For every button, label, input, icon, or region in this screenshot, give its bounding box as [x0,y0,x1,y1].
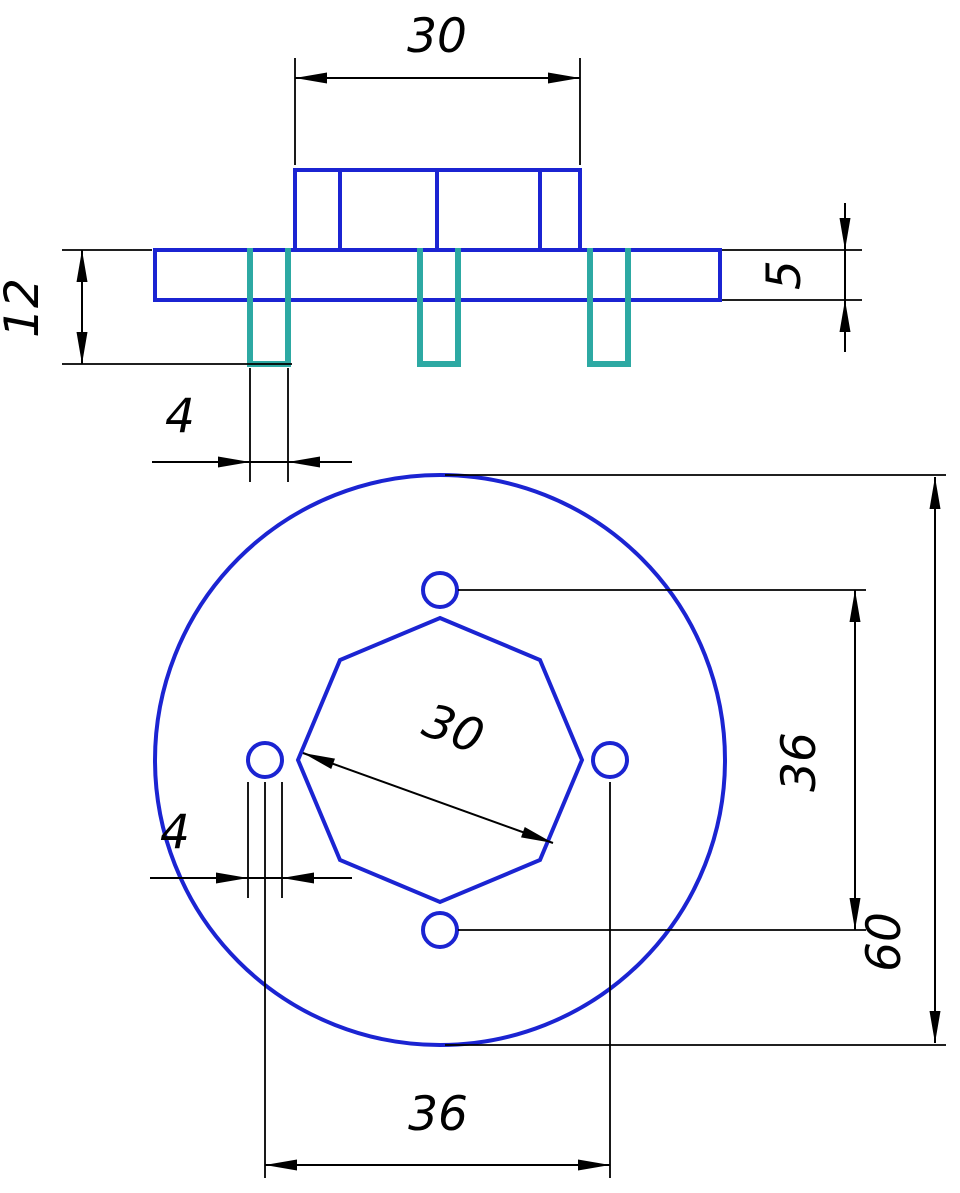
arrowhead [929,477,941,509]
arrowhead [282,872,314,884]
arrowhead [295,72,327,84]
arrowhead [76,250,88,282]
dimension-line [302,752,554,844]
arrowhead [839,300,851,332]
arrowhead [288,456,320,468]
arrowhead [849,590,861,622]
dim-label-hex-across: 30 [416,693,491,765]
bolt-hole-right [591,741,629,779]
arrowhead [303,753,335,770]
front-view [153,168,722,367]
arrowhead [218,456,250,468]
plan-view [153,473,727,1047]
outer-circle [153,473,727,1047]
arrowhead [216,872,248,884]
arrowhead [578,1159,610,1171]
dim-label-plate-thickness: 5 [757,260,812,290]
bolt-hole-top [421,571,459,609]
arrowhead [76,332,88,364]
dim-label-slot-width: 4 [165,389,195,444]
arrowhead [839,218,851,250]
slot-right [587,248,631,367]
arrowhead [521,826,553,843]
dim-label-total-depth: 12 [0,278,50,338]
dim-label-outer-diameter: 60 [857,912,912,972]
bolt-hole-left [246,741,284,779]
bolt-hole-bottom [421,911,459,949]
slot-middle [417,248,461,367]
dim-label-boss-width: 30 [407,9,467,64]
arrowhead [929,1011,941,1043]
slot-left [247,248,291,367]
octagon-hole [295,615,585,905]
dim-label-hole-diameter: 4 [160,805,190,860]
plate-outline [153,248,722,302]
plan-view-dimensions: 30 36 60 4 36 [150,474,946,1178]
arrowhead [849,898,861,930]
front-view-dimensions: 30 12 5 4 [0,9,862,482]
dim-label-hole-spacing-vertical: 36 [772,732,827,792]
dim-label-hole-spacing-horizontal: 36 [408,1087,468,1142]
arrowhead [265,1159,297,1171]
arrowhead [548,72,580,84]
